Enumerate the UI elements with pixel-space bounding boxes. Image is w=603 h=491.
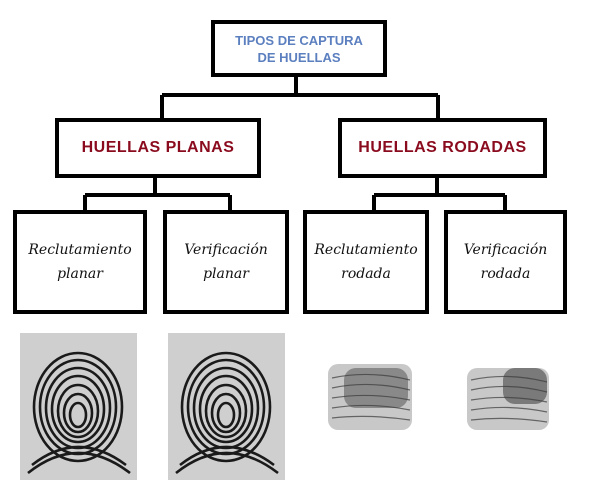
leaf-label-line2: rodada	[341, 266, 391, 282]
fingerprint-plain-icon	[20, 333, 137, 480]
node-huellas-planas: HUELLAS PLANAS	[55, 118, 261, 178]
leaf-verificacion-rodada: Verificación rodada	[444, 210, 567, 314]
fingerprint-rolled-icon	[467, 368, 549, 430]
fingerprint-rolled-icon	[328, 364, 412, 430]
leaf-label-line1: Reclutamiento	[28, 242, 132, 258]
leaf-label-line2: planar	[203, 266, 249, 282]
leaf-label-line2: planar	[57, 266, 103, 282]
root-title-line2: DE HUELLAS	[257, 49, 341, 65]
leaf-reclutamiento-rodada: Reclutamiento rodada	[303, 210, 429, 314]
root-title-line1: TIPOS DE CAPTURA	[235, 32, 363, 48]
leaf-label-line2: rodada	[480, 266, 531, 282]
leaf-label-line1: Verificación	[463, 242, 548, 258]
node-huellas-rodadas: HUELLAS RODADAS	[338, 118, 547, 178]
leaf-verificacion-planar: Verificación planar	[163, 210, 289, 314]
fingerprint-plain-icon	[168, 333, 285, 480]
leaf-label-line1: Verificación	[184, 242, 268, 258]
leaf-reclutamiento-planar: Reclutamiento planar	[13, 210, 147, 314]
root-node: TIPOS DE CAPTURA DE HUELLAS	[211, 20, 387, 77]
node-label: HUELLAS PLANAS	[81, 139, 235, 156]
node-label: HUELLAS RODADAS	[358, 139, 527, 156]
leaf-label-line1: Reclutamiento	[314, 242, 418, 258]
